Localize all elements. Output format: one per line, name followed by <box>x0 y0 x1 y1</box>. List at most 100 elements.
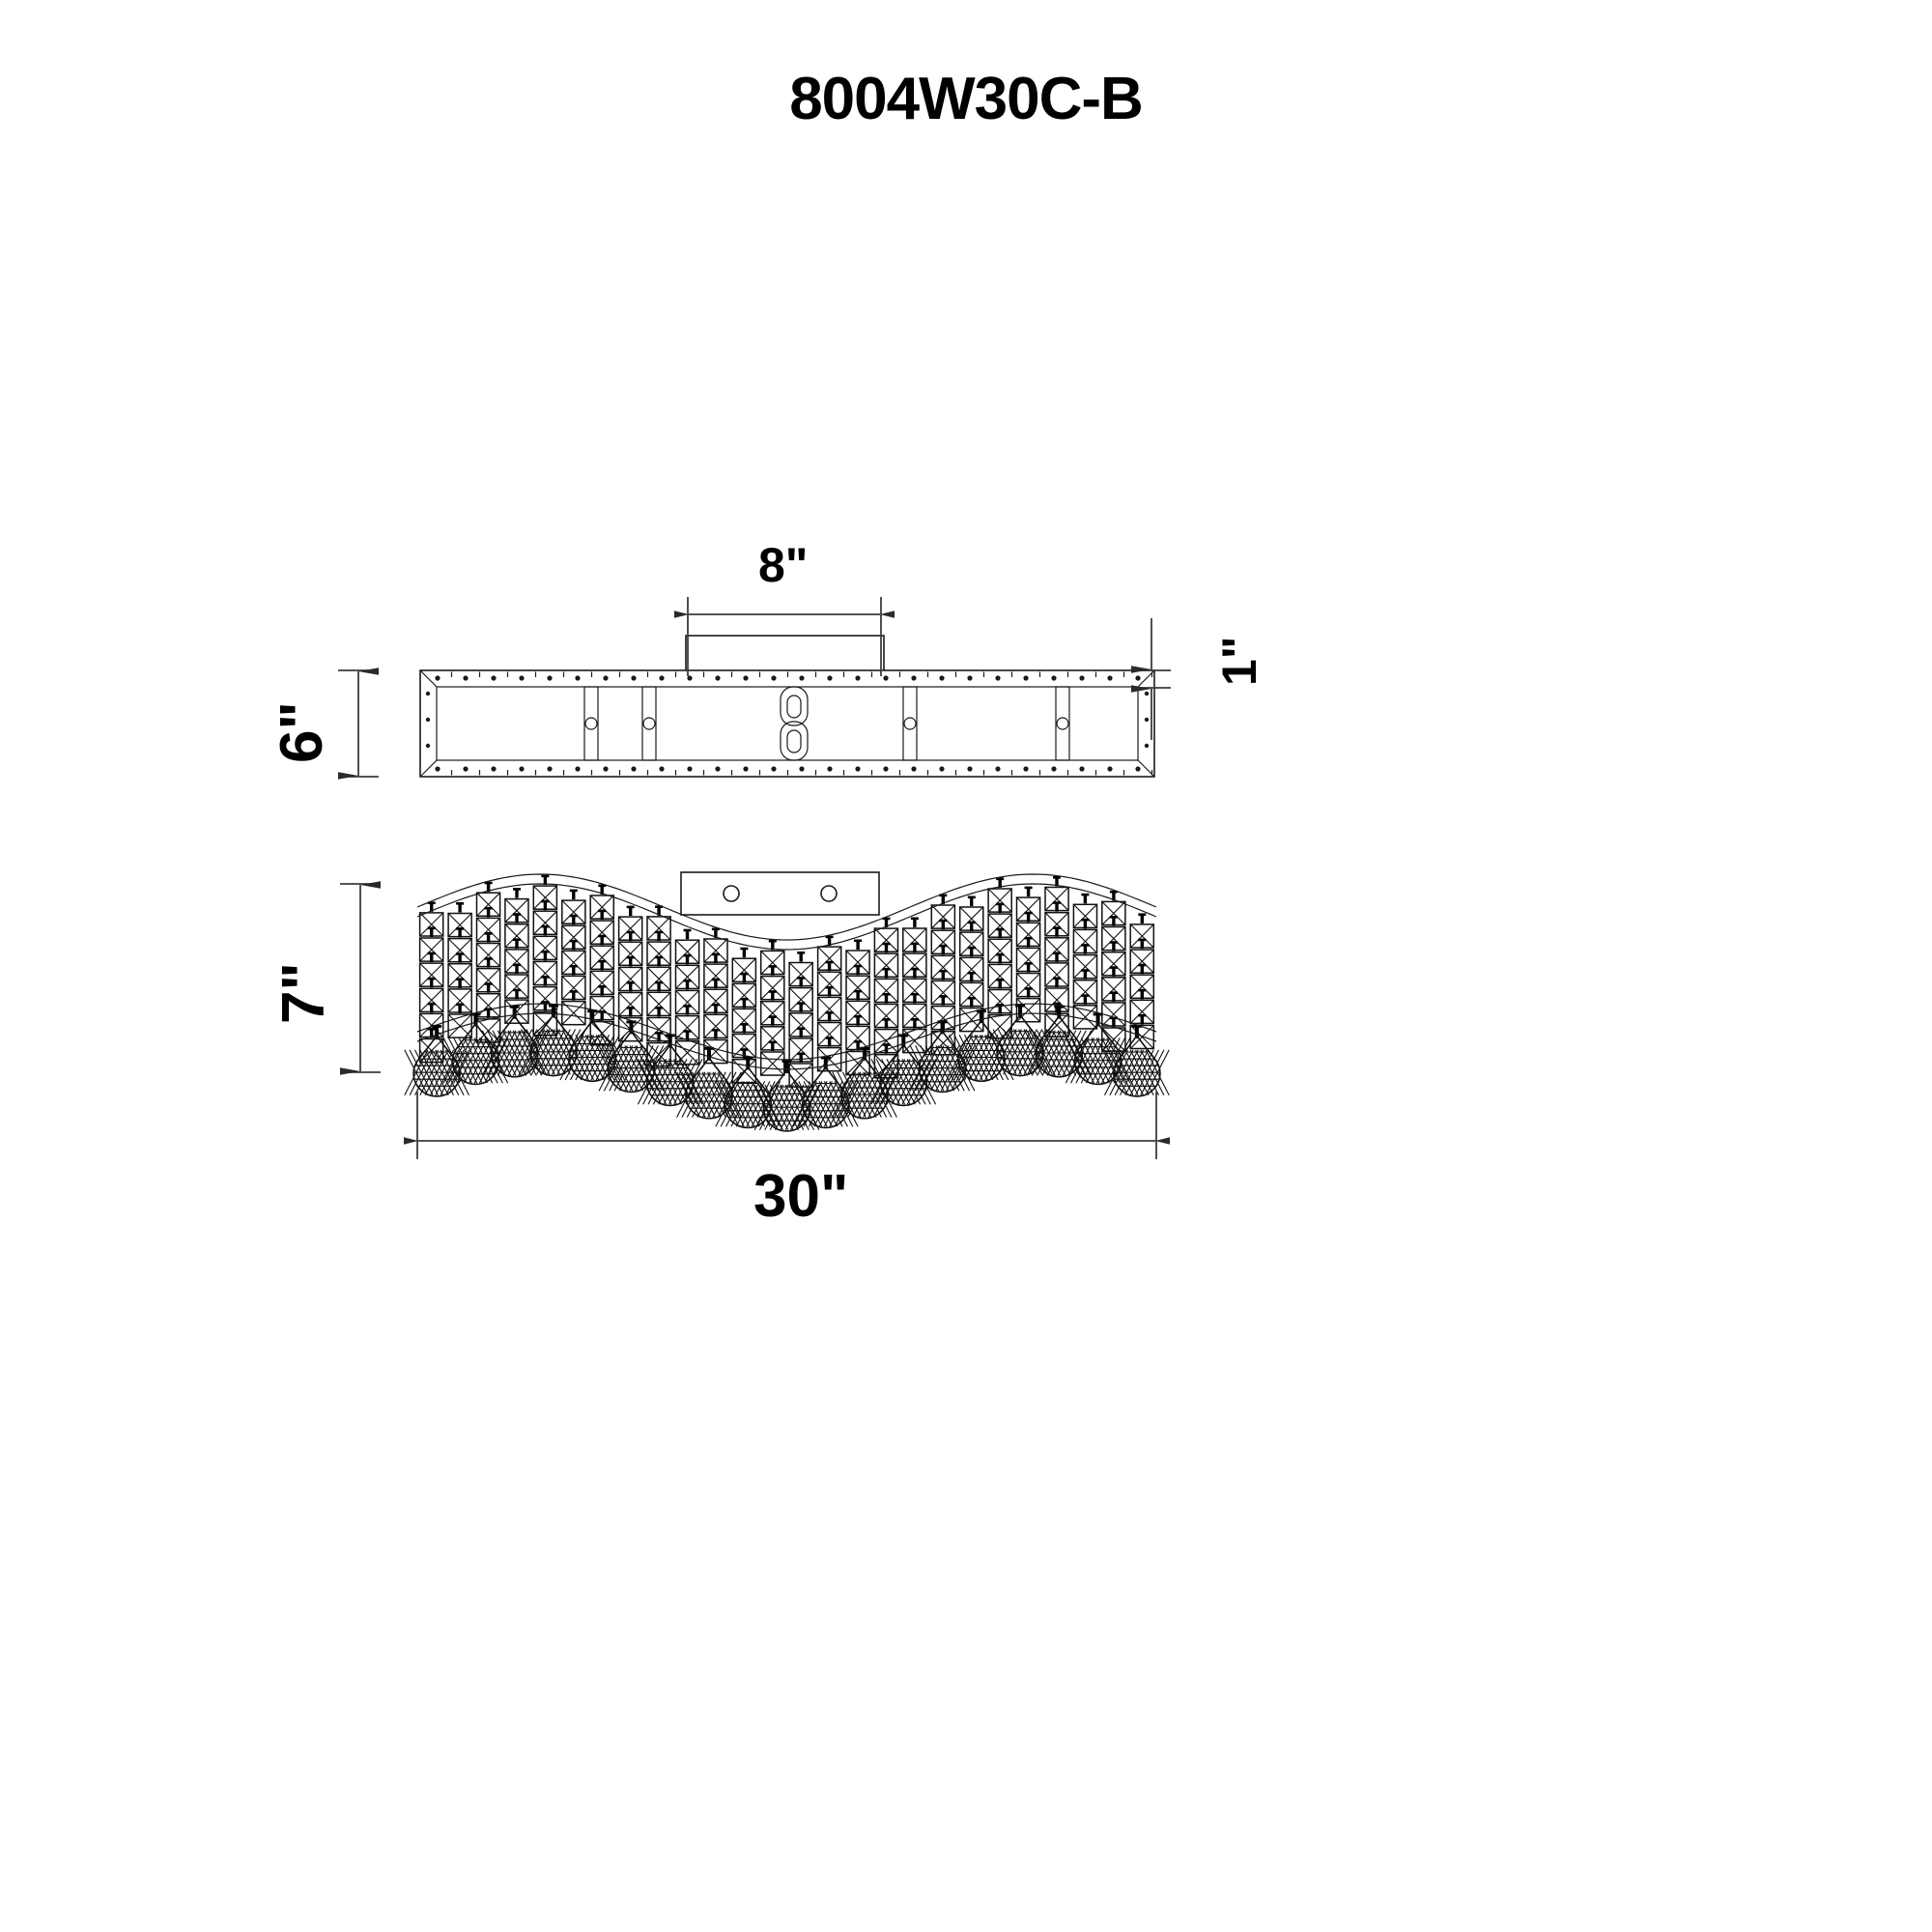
crystal-pin-head <box>1024 911 1033 915</box>
teardrop-facet-diag <box>940 1045 965 1092</box>
teardrop-outline-top <box>957 1018 1006 1082</box>
crystal-pin <box>657 982 661 992</box>
crystal-pin <box>685 1006 690 1015</box>
crystal-pin <box>572 941 576 951</box>
teardrop-crystal-row <box>404 1004 1170 1132</box>
teardrop-pin-head <box>626 1020 637 1024</box>
crystal-pin <box>742 999 747 1009</box>
crystal-pin-head <box>996 952 1005 956</box>
crystal-pin <box>827 937 832 947</box>
crystal-pin <box>913 944 917 953</box>
crystal-facet <box>675 939 699 964</box>
crystal-pin-head <box>484 957 493 960</box>
edge-dot <box>519 675 525 681</box>
crystal-facet <box>447 963 472 988</box>
crystal-pin <box>458 979 462 988</box>
slot-tab-1 <box>780 721 809 761</box>
teardrop-crystal <box>676 1046 742 1120</box>
crystal-pin-head <box>427 977 436 980</box>
edge-dot <box>631 675 637 681</box>
crystal-pin <box>543 1002 548 1011</box>
edge-dot <box>855 766 861 772</box>
crystal-pin-head <box>882 993 891 996</box>
top-view-group <box>419 635 1155 778</box>
crystal-pin <box>742 949 747 958</box>
crystal-facet <box>1044 962 1069 987</box>
crystal-facet <box>874 927 898 952</box>
crystal-facet <box>930 904 955 929</box>
teardrop-pin-head <box>432 1024 442 1028</box>
edge-dot <box>1144 691 1150 696</box>
crystal-pin <box>771 941 775 951</box>
crystal-facet <box>532 986 557 1011</box>
crystal-pin <box>714 1030 718 1039</box>
crystal-pin <box>1112 917 1116 926</box>
crystal-pin-head <box>541 1001 550 1004</box>
dimension-label-30: 30" <box>753 1163 849 1230</box>
crystal-pin-head <box>513 988 521 992</box>
crystal-facet <box>1044 937 1069 962</box>
crystal-facet <box>902 952 927 978</box>
crystal-pin <box>714 1005 718 1014</box>
crystal-facet <box>646 966 671 991</box>
edge-dot <box>631 766 637 772</box>
crystal-facet <box>589 895 614 920</box>
crystal-facet <box>1129 974 1154 999</box>
teardrop-facet-diag <box>435 1049 460 1095</box>
crystal-pin <box>1055 927 1059 937</box>
crystal-facet <box>561 950 586 975</box>
teardrop-pin-head <box>548 1004 558 1008</box>
crystal-pin <box>629 907 633 917</box>
crystal-pin-head <box>740 997 749 1001</box>
crystal-pin <box>856 991 860 1001</box>
crystal-pin-head <box>484 932 493 935</box>
teardrop-pin <box>1018 1006 1023 1018</box>
crystal-pin-head <box>569 990 578 993</box>
crystal-pin <box>486 983 491 993</box>
crystal-facet <box>1101 926 1126 952</box>
teardrop-pin-head <box>860 1046 870 1050</box>
crystal-pin-head <box>797 1052 806 1056</box>
teardrop-pin <box>1057 1007 1062 1019</box>
mount-hole-left <box>723 885 740 902</box>
crystal-pin <box>913 969 917 979</box>
crystal-facet <box>1073 903 1097 928</box>
crystal-facet <box>902 927 927 952</box>
crystal-pin-head <box>598 934 607 938</box>
crystal-pin-head <box>996 877 1005 881</box>
crystal-facet <box>1044 887 1069 912</box>
teardrop-pin <box>823 1058 828 1070</box>
crystal-pin-head <box>1081 918 1090 922</box>
crystal-facet <box>1073 1005 1097 1030</box>
crystal-facet <box>561 976 586 1000</box>
crystal-pin <box>543 901 548 911</box>
crystal-pin <box>629 957 633 967</box>
crystal-pin-head <box>655 1007 664 1009</box>
edge-dot <box>715 675 721 681</box>
crystal-pin-head <box>797 952 806 954</box>
crystal-facet <box>731 982 756 1008</box>
crystal-pin-head <box>626 1007 635 1009</box>
teardrop-pin <box>512 1007 517 1019</box>
crystal-pin <box>998 1005 1002 1014</box>
crystal-facet <box>589 970 614 995</box>
teardrop-pin <box>551 1006 555 1018</box>
crystal-facet <box>845 1000 870 1025</box>
edge-dot <box>799 675 805 681</box>
crystal-pin <box>1083 920 1088 929</box>
crystal-pin <box>913 919 917 927</box>
crystal-pin-head <box>513 938 521 941</box>
teardrop-pin-head <box>1131 1024 1142 1028</box>
crystal-pin-head <box>1053 977 1061 980</box>
crystal-pin-head <box>655 905 664 908</box>
crystal-pin-head <box>513 963 521 967</box>
teardrop-facet-diag <box>863 1071 888 1118</box>
dimension-lines <box>338 597 1171 1159</box>
teardrop-facet-diag <box>951 1045 976 1092</box>
edge-dot <box>799 766 805 772</box>
edge-dot <box>1051 675 1057 681</box>
teardrop-facet-diag <box>1140 1049 1165 1095</box>
crystal-facet <box>760 1001 785 1026</box>
crystal-pin <box>458 928 462 938</box>
